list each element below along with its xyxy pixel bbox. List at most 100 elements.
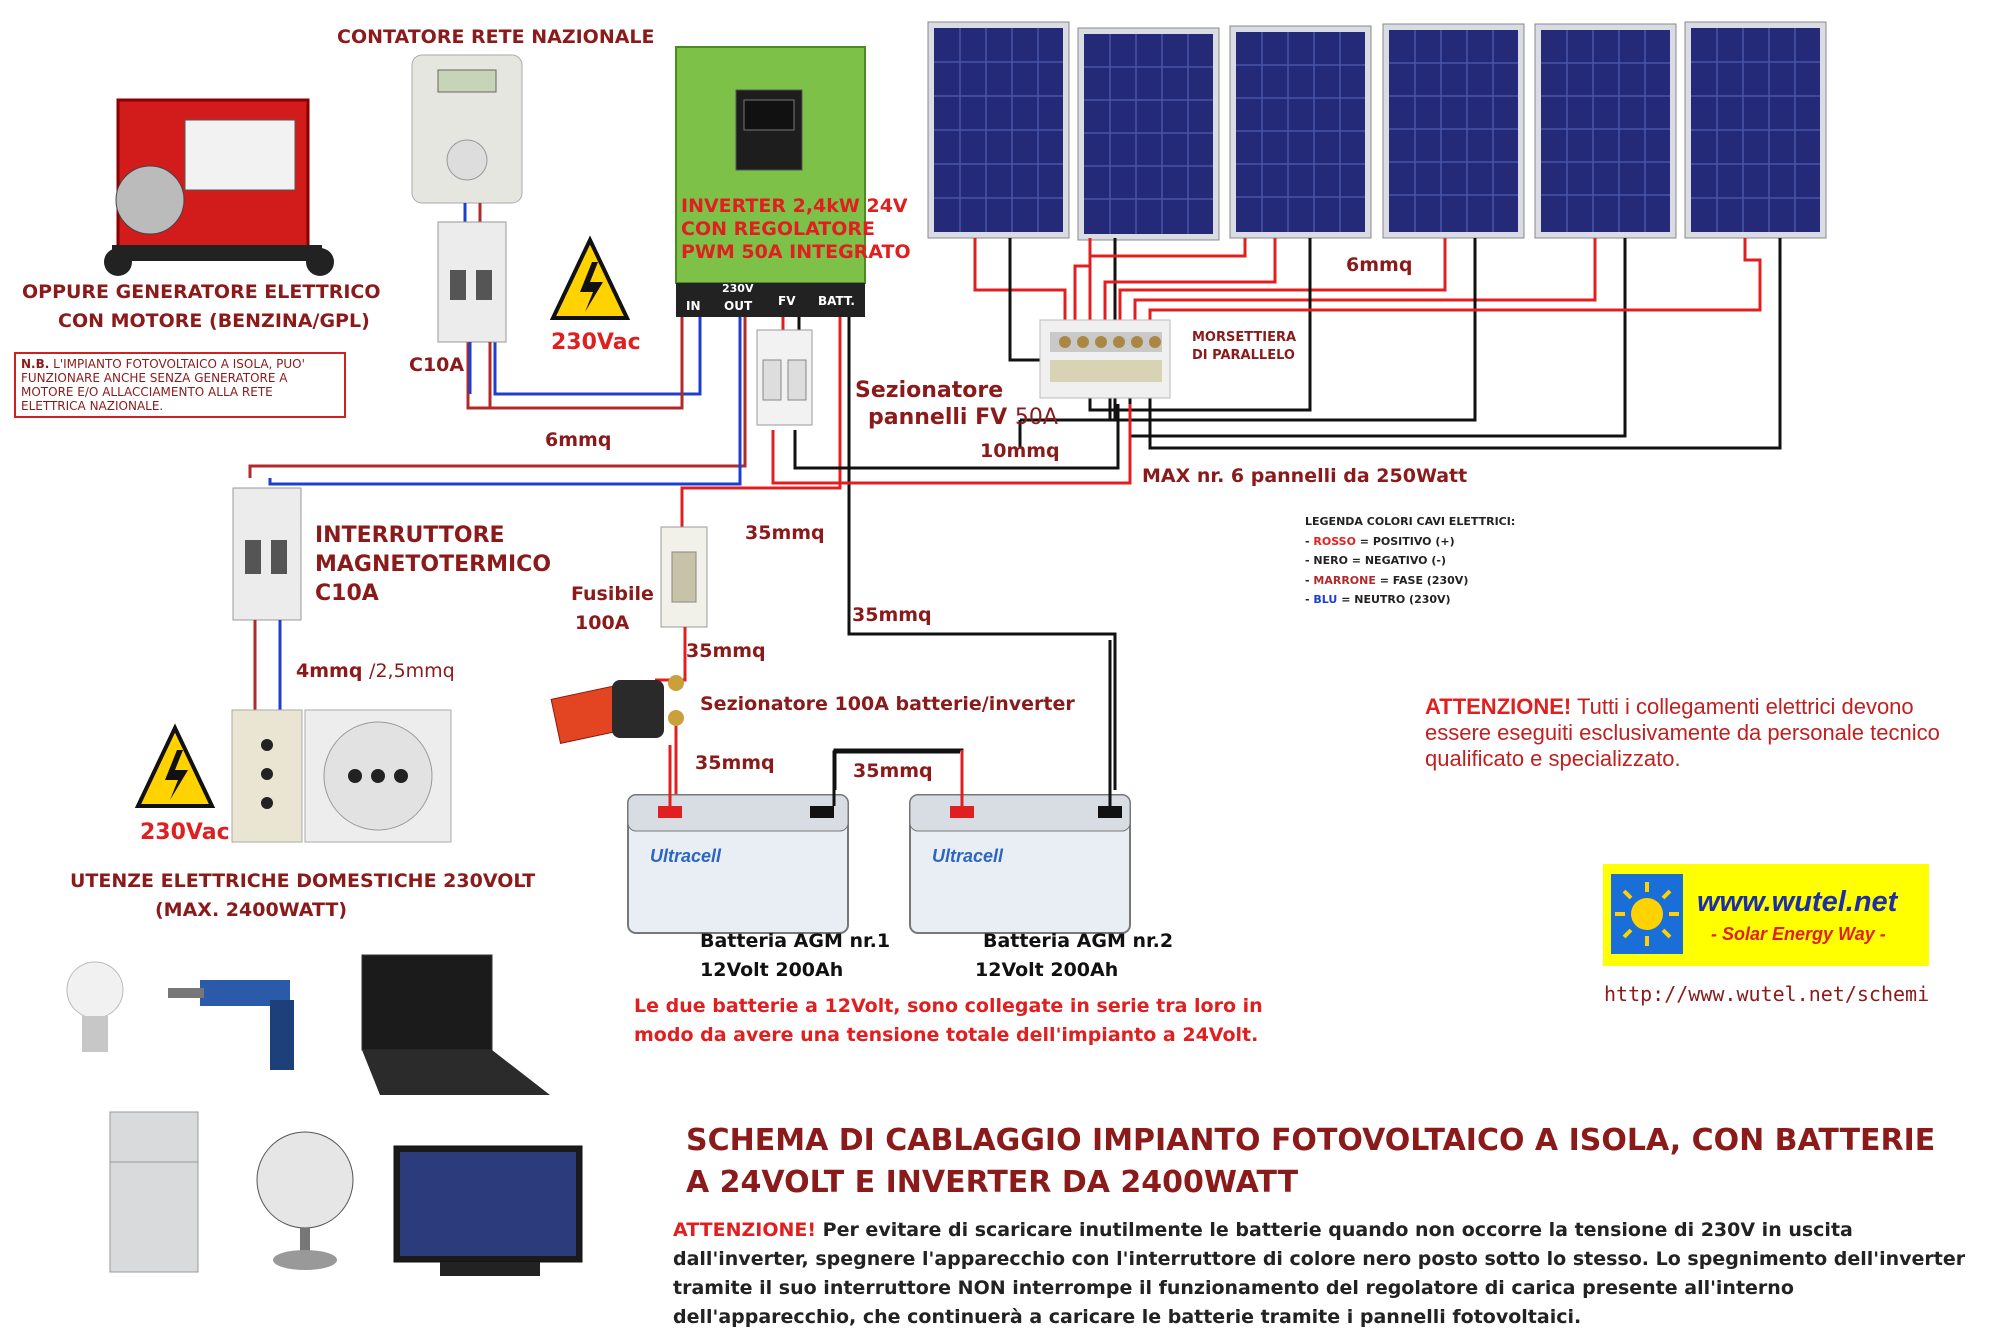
fuse-label-line2: 100A <box>575 612 630 634</box>
note-text: L'IMPIANTO FOTOVOLTAICO A ISOLA, PUO' FU… <box>21 357 305 413</box>
port-label-out: OUT <box>724 299 753 313</box>
socket-cable-4mmq: 4mmq <box>296 660 363 682</box>
cable-color-legend: LEGENDA COLORI CAVI ELETTRICI: - ROSSO =… <box>1305 512 1515 610</box>
solar-panel-6 <box>1684 21 1827 239</box>
generator-device <box>104 98 334 276</box>
logo-tagline: - Solar Energy Way - <box>1711 924 1886 944</box>
grid-meter-label: CONTATORE RETE NAZIONALE <box>337 26 655 48</box>
legend-title: LEGENDA COLORI CAVI ELETTRICI: <box>1305 515 1516 528</box>
solar-panel-5 <box>1534 23 1677 239</box>
battery2-label-line2: 12Volt 200Ah <box>975 959 1119 981</box>
legend-blue-value: = NEUTRO (230V) <box>1341 593 1451 606</box>
terminal-block-label-line1: MORSETTIERA <box>1192 330 1297 345</box>
fuse-100a-device <box>660 526 708 628</box>
inverter-wiring <box>248 315 1132 790</box>
note-prefix: N.B. <box>21 357 50 371</box>
breaker-middle-label-line1: INTERRUTTORE <box>315 523 505 548</box>
port-label-batt: BATT. <box>818 294 855 308</box>
high-voltage-warning-2 <box>134 723 216 808</box>
c10a-breaker-middle <box>232 487 302 621</box>
bottom-note: ATTENZIONE! Per evitare di scaricare inu… <box>673 1216 1973 1332</box>
battery-cable-size: 35mmq <box>695 752 775 774</box>
inverter-label-line1: INVERTER 2,4kW 24V <box>681 195 908 217</box>
legend-red-key: ROSSO <box>1313 534 1356 548</box>
inverter-device <box>675 46 866 317</box>
battery-disconnect-switch <box>550 675 684 744</box>
solar-panel-2 <box>1077 27 1220 241</box>
inverter-label-line2: CON REGOLATORE <box>681 218 876 240</box>
solar-panel-3 <box>1229 25 1372 239</box>
title-line2: A 24VOLT E INVERTER DA 2400WATT <box>686 1165 1299 1200</box>
port-label-in: IN <box>686 299 701 313</box>
schemes-link[interactable]: http://www.wutel.net/schemi <box>1604 982 1930 1006</box>
terminal-block <box>1039 319 1171 399</box>
solar-panel-1 <box>927 21 1070 239</box>
laptop-icon <box>361 954 550 1095</box>
breaker-top-label: C10A <box>409 354 465 376</box>
safety-warning: ATTENZIONE! Tutti i collegamenti elettri… <box>1425 694 1945 772</box>
battery-return-cable-size: 35mmq <box>852 604 932 626</box>
safety-warning-prefix: ATTENZIONE! <box>1425 694 1572 719</box>
battery-agm-1: Ultracell <box>627 794 849 934</box>
battery1-label-line1: Batteria AGM nr.1 <box>700 930 891 952</box>
high-voltage-warning-1 <box>549 235 631 320</box>
port-label-fv: FV <box>778 294 796 308</box>
series-note-line2: modo da avere una tensione totale dell'i… <box>634 1024 1259 1046</box>
switch-cable-size: 35mmq <box>686 640 766 662</box>
breaker-middle-label-line3: C10A <box>315 581 379 606</box>
national-grid-meter <box>411 54 523 204</box>
socket-cable-25mmq: /2,5mmq <box>369 660 455 682</box>
svg-text:Ultracell: Ultracell <box>932 846 1004 866</box>
legend-red: - ROSSO = POSITIVO (+) <box>1305 534 1455 548</box>
ac-cable-size: 6mmq <box>545 429 612 451</box>
inverter-label-line3: PWM 50A INTEGRATO <box>681 241 911 263</box>
pv-disconnect-label-line1: Sezionatore <box>855 378 1004 403</box>
fuse-label-line1: Fusibile <box>571 583 654 605</box>
pv-cable-size: 10mmq <box>980 440 1060 462</box>
max-panels-label: MAX nr. 6 pannelli da 250Watt <box>1142 465 1468 487</box>
battery-agm-2: Ultracell <box>909 794 1131 934</box>
isolated-system-note: N.B. L'IMPIANTO FOTOVOLTAICO A ISOLA, PU… <box>14 352 346 418</box>
sun-icon <box>1611 874 1683 954</box>
legend-black: - NERO = NEGATIVO (-) <box>1305 554 1446 567</box>
generator-label-line2: CON MOTORE (BENZINA/GPL) <box>58 310 370 332</box>
safety-warning-text: Tutti i collegamenti elettrici devono es… <box>1425 694 1940 771</box>
voltage-label-2: 230Vac <box>140 820 230 845</box>
terminal-block-label-line2: DI PARALLELO <box>1192 348 1295 363</box>
series-link-cable-size: 35mmq <box>853 760 933 782</box>
c10a-breaker-top <box>437 221 507 343</box>
voltage-label-1: 230Vac <box>551 330 641 355</box>
series-note-line1: Le due batterie a 12Volt, sono collegate… <box>634 995 1263 1017</box>
legend-black-value: = NEGATIVO (-) <box>1351 554 1446 567</box>
drill-icon <box>168 980 294 1070</box>
battery2-label-line1: Batteria AGM nr.2 <box>983 930 1174 952</box>
fuse-cable-size: 35mmq <box>745 522 825 544</box>
battery-switch-label: Sezionatore 100A batterie/inverter <box>700 693 1075 715</box>
battery1-label-line2: 12Volt 200Ah <box>700 959 844 981</box>
legend-brown-value: = FASE (230V) <box>1379 573 1469 587</box>
breaker-middle-label-line2: MAGNETOTERMICO <box>315 552 552 577</box>
wutel-logo: www.wutel.net - Solar Energy Way - <box>1603 864 1929 966</box>
bottom-note-prefix: ATTENZIONE! <box>673 1219 817 1241</box>
wall-sockets <box>231 709 452 843</box>
logo-url: www.wutel.net <box>1697 886 1898 918</box>
solar-panel-4 <box>1382 23 1525 239</box>
legend-brown: - MARRONE = FASE (230V) <box>1305 573 1469 587</box>
domestic-loads-label-line2: (MAX. 2400WATT) <box>155 899 348 921</box>
fridge-icon <box>109 1111 199 1273</box>
solar-panel-array <box>927 21 1827 241</box>
svg-text:Ultracell: Ultracell <box>650 846 722 866</box>
page-title: SCHEMA DI CABLAGGIO IMPIANTO FOTOVOLTAIC… <box>686 1120 1986 1204</box>
port-label-230v: 230V <box>722 282 754 295</box>
legend-black-key: NERO <box>1313 554 1348 567</box>
pv-disconnect-amp: 50A <box>1014 405 1058 430</box>
legend-blue: - BLU = NEUTRO (230V) <box>1305 593 1451 606</box>
pv-disconnect-label-text: pannelli FV <box>868 405 1008 430</box>
pv-disconnect-device <box>756 329 813 426</box>
title-line1: SCHEMA DI CABLAGGIO IMPIANTO FOTOVOLTAIC… <box>686 1123 1936 1158</box>
fan-icon <box>256 1131 354 1270</box>
panel-cable-size: 6mmq <box>1346 254 1413 276</box>
bulb-icon <box>66 961 124 1052</box>
